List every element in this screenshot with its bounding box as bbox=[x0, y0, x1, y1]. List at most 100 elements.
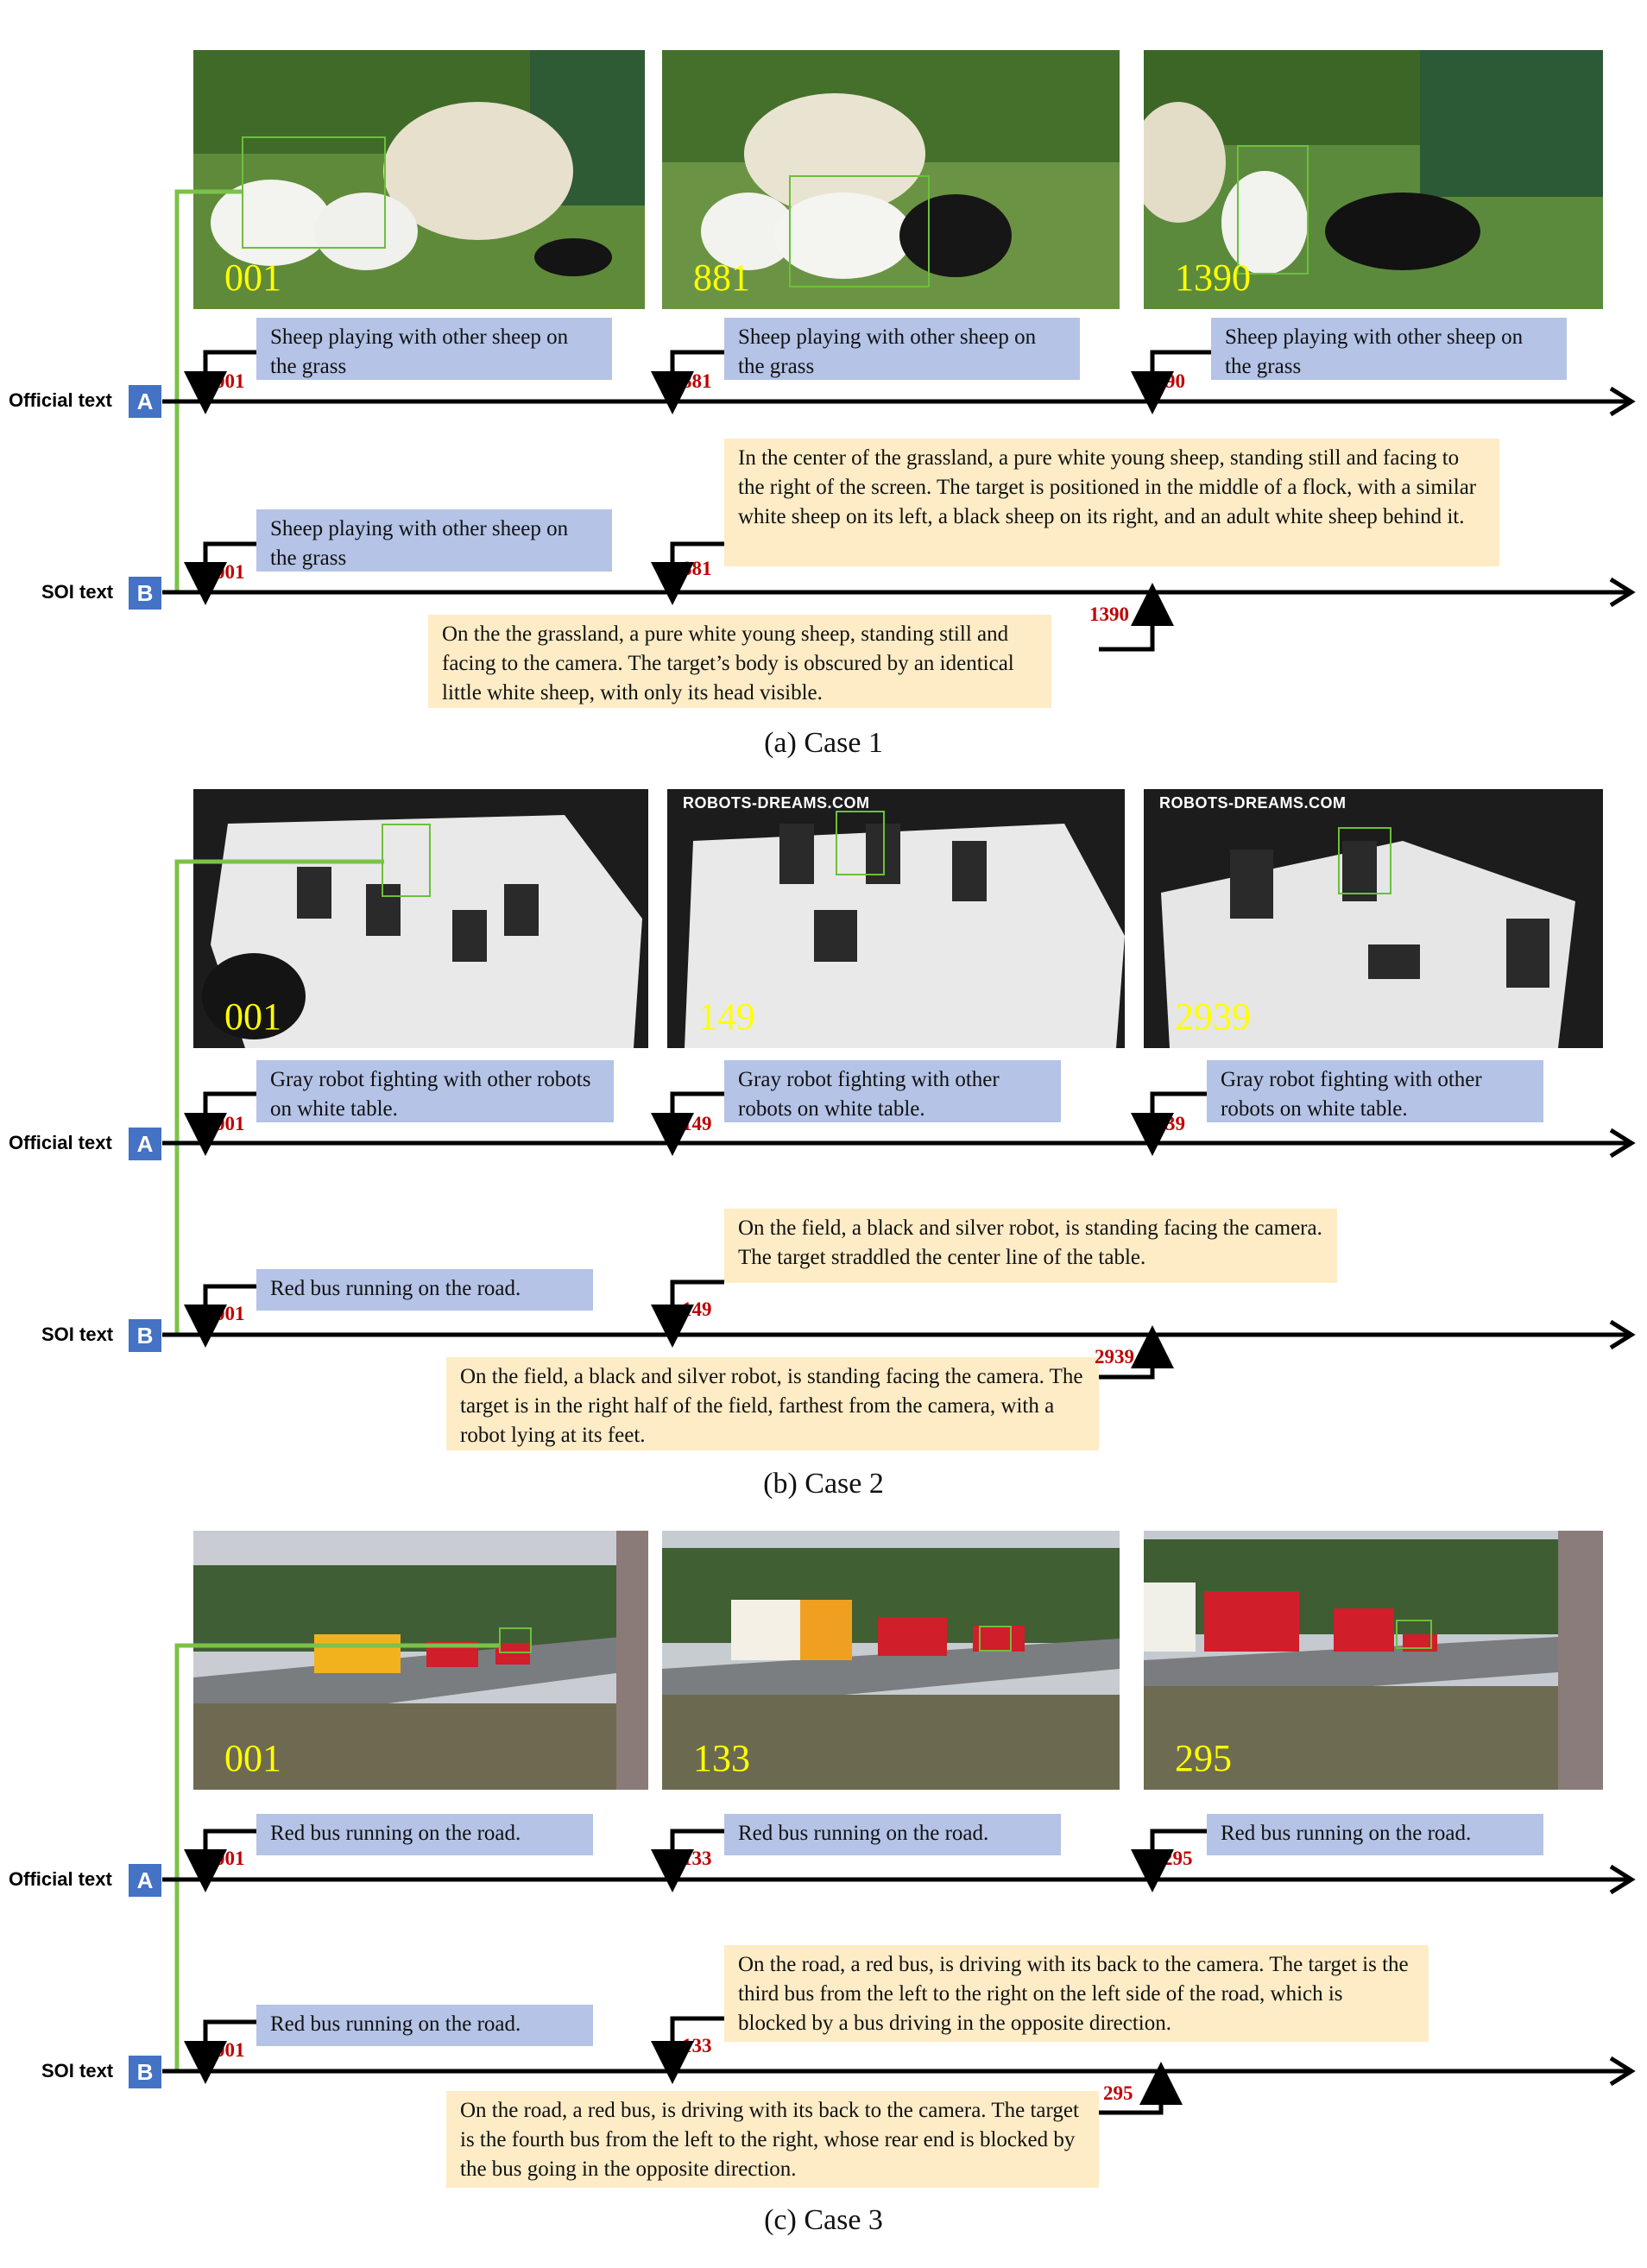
frame-number: 001 bbox=[224, 995, 281, 1038]
frame-image-3: 1390 bbox=[1144, 50, 1603, 309]
badge-b: B bbox=[129, 577, 161, 610]
sheep-scene-image bbox=[662, 50, 1120, 309]
target-bounding-box bbox=[499, 1627, 532, 1653]
robot-scene-image bbox=[667, 789, 1125, 1048]
case-2-connectors bbox=[162, 859, 1636, 1380]
frame-pointer bbox=[184, 350, 256, 414]
frame-pointer bbox=[1131, 350, 1211, 414]
frame-number: 001 bbox=[224, 256, 281, 299]
target-bounding-box bbox=[242, 136, 386, 249]
case-1-connectors bbox=[162, 189, 1636, 652]
watermark: ROBOTS-DREAMS.COM bbox=[1159, 794, 1347, 812]
badge-a: A bbox=[129, 385, 161, 418]
frame-image-3: ROBOTS-DREAMS.COM 2939 bbox=[1144, 789, 1603, 1048]
frame-number: 2939 bbox=[1175, 995, 1251, 1038]
green-connector bbox=[174, 1643, 499, 2070]
frame-pointer bbox=[184, 1829, 256, 1892]
soi-caption-third: On the the grassland, a pure white young… bbox=[428, 615, 1051, 708]
target-bounding-box bbox=[979, 1626, 1012, 1652]
soi-caption-third: On the road, a red bus, is driving with … bbox=[446, 2091, 1099, 2188]
robot-scene-image bbox=[193, 789, 648, 1048]
frame-label: 1390 bbox=[1089, 603, 1129, 625]
arrow-head bbox=[1609, 577, 1636, 608]
green-connector bbox=[174, 859, 384, 1334]
soi-caption-second: On the road, a red bus, is driving with … bbox=[724, 1945, 1429, 2042]
official-text-label: Official text bbox=[9, 1132, 112, 1153]
frame-pointer bbox=[184, 2019, 256, 2084]
frame-pointer bbox=[651, 1091, 724, 1156]
frame-pointer bbox=[651, 2016, 724, 2084]
frame-number: 001 bbox=[224, 1737, 281, 1779]
soi-caption-first: Sheep playing with other sheep on the gr… bbox=[256, 509, 612, 572]
frame-pointer bbox=[651, 350, 724, 414]
soi-caption-second: In the center of the grassland, a pure w… bbox=[724, 439, 1499, 566]
frame-pointer bbox=[1099, 1325, 1174, 1380]
frame-pointer bbox=[651, 1829, 724, 1892]
frame-image-2: ROBOTS-DREAMS.COM 149 bbox=[667, 789, 1125, 1048]
frame-number: 295 bbox=[1175, 1737, 1232, 1779]
case-title: (c) Case 3 bbox=[764, 2204, 883, 2236]
badge-b: B bbox=[129, 1319, 161, 1352]
frame-image-3: 295 bbox=[1144, 1531, 1603, 1790]
official-caption: Gray robot fighting with other robots on… bbox=[724, 1060, 1061, 1122]
frame-image-2: 881 bbox=[662, 50, 1120, 309]
frame-pointer bbox=[1131, 1829, 1207, 1892]
case-3-connectors bbox=[162, 1643, 1636, 2115]
frame-number: 149 bbox=[698, 995, 755, 1038]
official-caption: Gray robot fighting with other robots on… bbox=[256, 1060, 614, 1122]
bus-scene-image bbox=[193, 1531, 648, 1790]
arrow-head bbox=[1609, 1319, 1636, 1350]
soi-caption-second: On the field, a black and silver robot, … bbox=[724, 1209, 1337, 1283]
watermark: ROBOTS-DREAMS.COM bbox=[683, 794, 870, 812]
badge-b: B bbox=[129, 2056, 161, 2088]
official-caption: Sheep playing with other sheep on the gr… bbox=[1211, 318, 1567, 380]
frame-pointer bbox=[1131, 1091, 1207, 1156]
case-1: 001 881 1390 Sheep playing with other sh… bbox=[0, 0, 1647, 760]
frame-pointer bbox=[1099, 2062, 1183, 2115]
arrow-head bbox=[1609, 2056, 1636, 2087]
frame-image-2: 133 bbox=[662, 1531, 1120, 1790]
official-text-label: Official text bbox=[9, 389, 112, 411]
soi-caption-first: Red bus running on the road. bbox=[256, 1269, 593, 1311]
frame-label: 295 bbox=[1103, 2082, 1133, 2104]
bus-scene-image bbox=[662, 1531, 1120, 1790]
frame-pointer bbox=[184, 541, 256, 605]
frame-number: 133 bbox=[693, 1737, 750, 1779]
frame-image-1: 001 bbox=[193, 789, 648, 1048]
case-title: (b) Case 2 bbox=[763, 1468, 884, 1500]
sheep-scene-image bbox=[1144, 50, 1603, 309]
sheep-scene-image bbox=[193, 50, 645, 309]
badge-a: A bbox=[129, 1128, 161, 1160]
frame-label: 2939 bbox=[1095, 1346, 1134, 1368]
frame-pointer bbox=[184, 1284, 256, 1348]
target-bounding-box bbox=[836, 811, 885, 875]
bus-scene-image bbox=[1144, 1531, 1603, 1790]
robot-scene-image bbox=[1144, 789, 1603, 1048]
official-caption: Sheep playing with other sheep on the gr… bbox=[724, 318, 1080, 380]
soi-text-label: SOI text bbox=[41, 2060, 114, 2082]
case-2: 001 ROBOTS-DREAMS.COM 149 ROBOTS-DREAMS.… bbox=[9, 789, 1603, 1500]
arrow-head bbox=[1609, 1128, 1636, 1159]
arrow-head bbox=[1609, 1864, 1636, 1895]
official-caption: Red bus running on the road. bbox=[724, 1814, 1061, 1855]
official-caption: Red bus running on the road. bbox=[256, 1814, 593, 1855]
target-bounding-box bbox=[1237, 145, 1309, 275]
target-bounding-box bbox=[1338, 827, 1391, 894]
frame-pointer bbox=[1099, 583, 1174, 652]
soi-text-label: SOI text bbox=[41, 1324, 114, 1345]
arrow-head bbox=[1609, 386, 1636, 417]
soi-text-label: SOI text bbox=[41, 581, 114, 603]
green-connector bbox=[174, 189, 242, 591]
frame-pointer bbox=[651, 541, 724, 605]
frame-pointer bbox=[651, 1279, 724, 1348]
frame-pointer bbox=[184, 1091, 256, 1156]
official-caption: Gray robot fighting with other robots on… bbox=[1207, 1060, 1543, 1122]
official-text-label: Official text bbox=[9, 1868, 112, 1890]
frame-image-1: 001 bbox=[193, 50, 645, 309]
official-caption: Red bus running on the road. bbox=[1207, 1814, 1543, 1855]
soi-caption-third: On the field, a black and silver robot, … bbox=[446, 1357, 1099, 1450]
target-bounding-box bbox=[789, 175, 930, 287]
frame-image-1: 001 bbox=[193, 1531, 648, 1790]
